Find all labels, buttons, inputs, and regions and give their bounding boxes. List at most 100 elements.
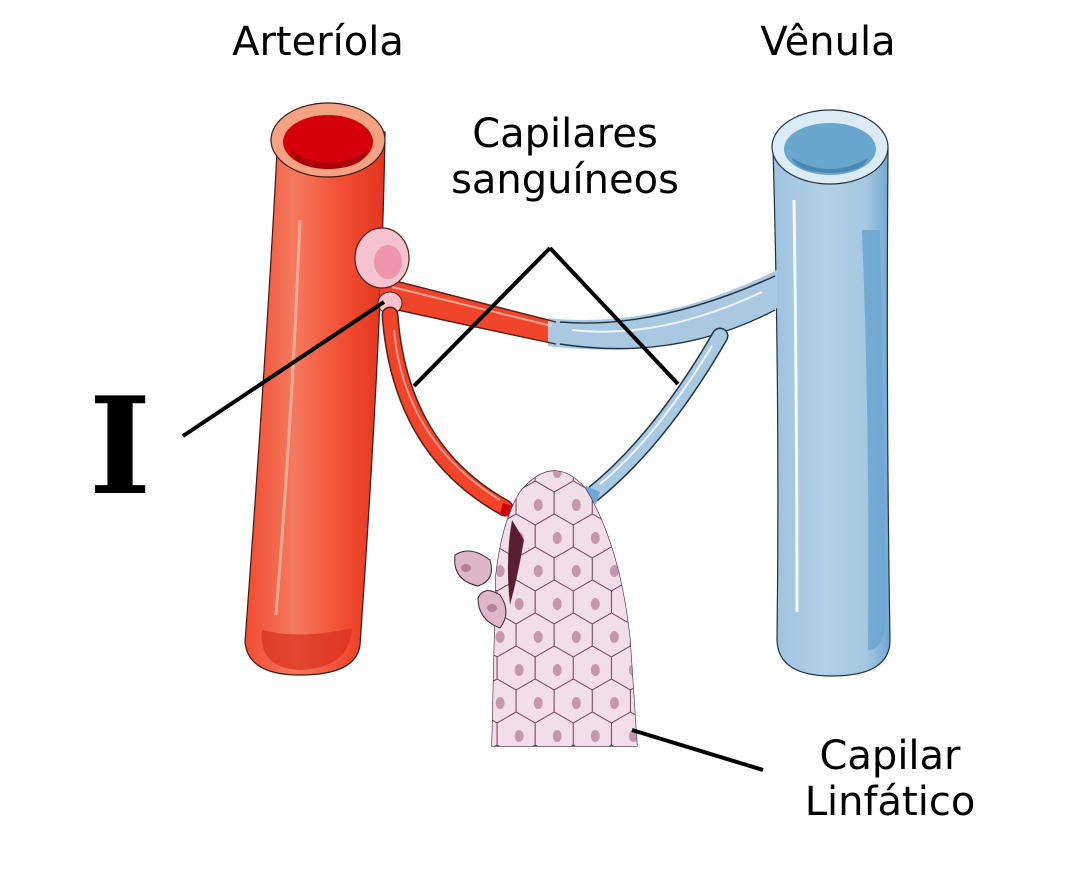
lymph-cell: [745, 481, 783, 525]
lymph-cell-nucleus: [609, 565, 619, 577]
sphincter-marker-label: I: [88, 367, 152, 525]
blood-capillaries-label-line2: sanguíneos: [451, 157, 679, 203]
lymph-cell: [707, 745, 745, 789]
lymph-cell: [650, 646, 688, 690]
lymph-cell-nucleus: [762, 631, 771, 643]
lymph-cell: [497, 778, 535, 822]
lymph-cell-nucleus: [590, 664, 600, 676]
lymph-cell-nucleus: [591, 796, 600, 808]
lymph-cell: [707, 811, 745, 855]
lymph-cell-nucleus: [552, 730, 562, 742]
lymph-cell: [650, 844, 688, 888]
lymph-cell-nucleus: [533, 631, 543, 643]
lymphatic-capillary: [454, 448, 783, 890]
lymph-cell-nucleus: [533, 565, 543, 577]
lymph-cell: [707, 679, 745, 723]
lymph-cell-nucleus: [667, 598, 676, 610]
lymph-cell: [688, 844, 726, 888]
lymph-cell: [726, 778, 764, 822]
lymph-cell-nucleus: [686, 565, 695, 577]
lymph-cell-nucleus: [572, 763, 581, 775]
lymph-cell-nucleus: [762, 697, 771, 709]
lymph-cell-nucleus: [705, 532, 714, 544]
lymph-cell: [669, 547, 707, 591]
lymph-cell: [650, 514, 688, 558]
lymph-cell-nucleus: [534, 763, 543, 775]
lymph-cell-nucleus: [743, 730, 752, 742]
lymph-cell-nucleus: [552, 664, 562, 676]
lymph-cell-nucleus: [495, 565, 505, 577]
lymph-cell-nucleus: [477, 466, 486, 478]
lymph-cell-nucleus: [477, 664, 486, 676]
lymph-cell-nucleus: [533, 499, 543, 511]
lymph-cell: [688, 778, 726, 822]
lymph-cell-nucleus: [533, 697, 543, 709]
blood-capillaries-label: Capilares sanguíneos: [410, 111, 720, 203]
lymph-cell: [726, 844, 764, 888]
lymph-cell: [554, 877, 592, 890]
lymph-cell-nucleus: [667, 664, 676, 676]
lymph-cell-nucleus: [724, 697, 733, 709]
lymph-cell: [745, 877, 783, 890]
lymph-cell-nucleus: [724, 631, 733, 643]
lymphatic-capillary-label-line2: Linfático: [804, 779, 976, 825]
lymph-cell-nucleus: [477, 730, 486, 742]
lymph-cell-nucleus: [477, 796, 486, 808]
lymph-cell-nucleus: [514, 598, 524, 610]
lymph-cell-nucleus: [571, 565, 581, 577]
lymph-cell-nucleus: [552, 532, 562, 544]
lymph-cell: [535, 844, 573, 888]
lymph-cell: [650, 712, 688, 756]
lymph-cell: [459, 844, 497, 888]
lymphatic-capillary-label: Capilar Linfático: [770, 733, 1010, 825]
lymph-cell-nucleus: [590, 470, 600, 478]
lymph-cell: [492, 645, 498, 691]
lymph-cell-nucleus: [743, 664, 752, 676]
lymph-cell-nucleus: [762, 829, 771, 841]
lymph-cell-nucleus: [705, 466, 714, 478]
lymph-cell-nucleus: [743, 862, 752, 874]
lymph-cell: [611, 778, 649, 822]
lymph-cell-nucleus: [629, 796, 638, 808]
lymph-cell-nucleus: [609, 499, 619, 511]
lymph-cell: [492, 711, 498, 746]
lymph-cell-nucleus: [705, 862, 714, 874]
lymph-cell-nucleus: [724, 829, 733, 841]
lymph-cell-nucleus: [648, 763, 657, 775]
lymph-cell: [688, 646, 726, 690]
lymph-cell-nucleus: [514, 470, 524, 478]
lymph-cell-nucleus: [705, 664, 714, 676]
lymph-cell-nucleus: [591, 862, 600, 874]
arteriole: [244, 102, 386, 676]
lymph-cell-nucleus: [552, 598, 562, 610]
lymph-cell: [669, 679, 707, 723]
lymph-cell-nucleus: [686, 763, 695, 775]
lymph-cell-nucleus: [705, 796, 714, 808]
lymph-cell-nucleus: [495, 631, 505, 643]
lymph-cell-nucleus: [648, 631, 657, 643]
lymph-cell: [515, 744, 555, 746]
blood-capillaries-label-line1: Capilares: [472, 111, 658, 157]
lymph-cell-nucleus: [629, 862, 638, 874]
lymph-cell: [492, 744, 517, 746]
lymph-cell: [669, 811, 707, 855]
lymph-cell: [688, 448, 726, 492]
lymph-cell: [726, 448, 764, 492]
capilares-leader-left: [412, 246, 552, 388]
lower-capillary-venous: [582, 327, 729, 504]
lymph-cell-nucleus: [686, 697, 695, 709]
lymph-cell: [497, 844, 535, 888]
lymph-cell: [610, 513, 637, 559]
lymph-cell-nucleus: [515, 862, 524, 874]
lymph-cell-nucleus: [686, 631, 695, 643]
lymph-cell: [707, 547, 745, 591]
lymph-cell: [630, 877, 668, 890]
lymph-cell-nucleus: [648, 697, 657, 709]
lymph-cell: [478, 811, 516, 855]
lymph-cell-nucleus: [514, 664, 524, 676]
lymph-cell: [629, 480, 637, 526]
lymph-cell-nucleus: [553, 862, 562, 874]
lymph-cell-nucleus: [496, 763, 505, 775]
lymph-cell-nucleus: [743, 466, 752, 478]
